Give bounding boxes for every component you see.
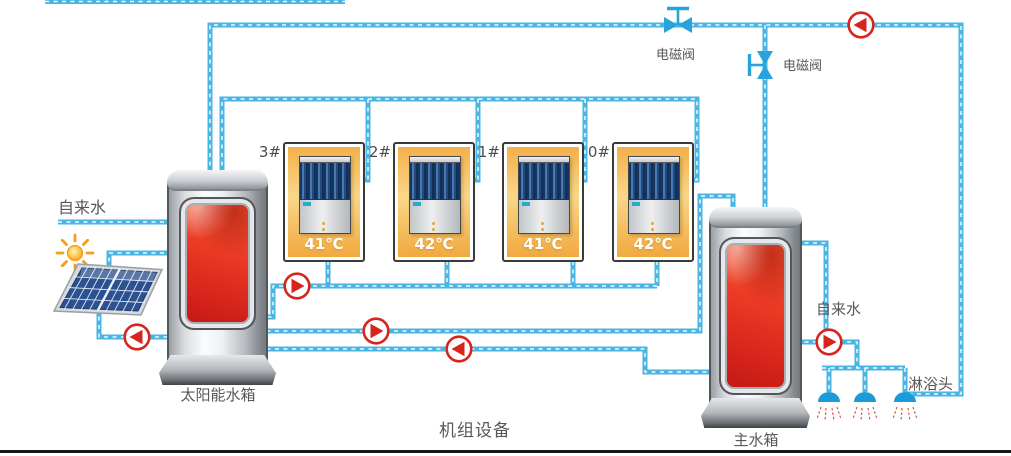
solenoid-valve-icon xyxy=(747,51,773,79)
tap-water-right-label: 自来水 xyxy=(816,300,862,318)
unit-3-temperature: 41℃ xyxy=(304,235,344,253)
unit-0: 42℃ xyxy=(612,142,694,262)
unit-0-temperature: 42℃ xyxy=(633,235,673,253)
shower-head-icon xyxy=(818,392,916,402)
unit-3: 41℃ xyxy=(283,142,365,262)
solenoid-valve-2-label: 电磁阀 xyxy=(783,59,823,74)
main-water-tank xyxy=(701,207,810,428)
solenoid-valve-icon xyxy=(664,6,692,33)
tank-base xyxy=(701,398,810,428)
solar-water-tank xyxy=(159,170,276,385)
heat-pump-icon xyxy=(299,156,351,234)
tap-water-left-label: 自来水 xyxy=(58,198,107,217)
unit-1: 41℃ xyxy=(502,142,584,262)
solar-panel-icon xyxy=(52,263,164,316)
heat-pump-icon xyxy=(518,156,570,234)
unit-1-tag: 1# xyxy=(477,143,500,161)
unit-0-tag: 0# xyxy=(587,143,610,161)
unit-2: 42℃ xyxy=(393,142,475,262)
unit-2-tag: 2# xyxy=(368,143,391,161)
solar-tank-label: 太阳能水箱 xyxy=(180,386,256,404)
bottom-border-line xyxy=(0,450,1011,453)
spray-icon xyxy=(816,406,918,422)
pump-left-icon xyxy=(123,323,151,351)
heat-pump-icon xyxy=(409,156,461,234)
unit-equipment-label: 机组设备 xyxy=(439,421,511,441)
pump-left-icon xyxy=(847,11,875,39)
solenoid-valve-1-label: 电磁阀 xyxy=(656,48,696,63)
pump-right-icon xyxy=(362,317,390,345)
tank-red-panel xyxy=(179,197,256,330)
unit-3-tag: 3# xyxy=(258,143,281,161)
tank-lid xyxy=(709,207,802,228)
shower-head-label: 淋浴头 xyxy=(908,375,954,393)
tank-red-panel xyxy=(719,237,792,395)
pipe-segments xyxy=(45,0,964,397)
unit-2-temperature: 42℃ xyxy=(414,235,454,253)
tank-lid xyxy=(167,170,268,191)
pump-right-icon xyxy=(283,272,311,300)
pump-right-icon xyxy=(815,328,843,356)
unit-1-temperature: 41℃ xyxy=(523,235,563,253)
main-tank-label: 主水箱 xyxy=(733,431,779,449)
pump-left-icon xyxy=(445,335,473,363)
tank-base xyxy=(159,355,276,385)
heat-pump-icon xyxy=(628,156,680,234)
